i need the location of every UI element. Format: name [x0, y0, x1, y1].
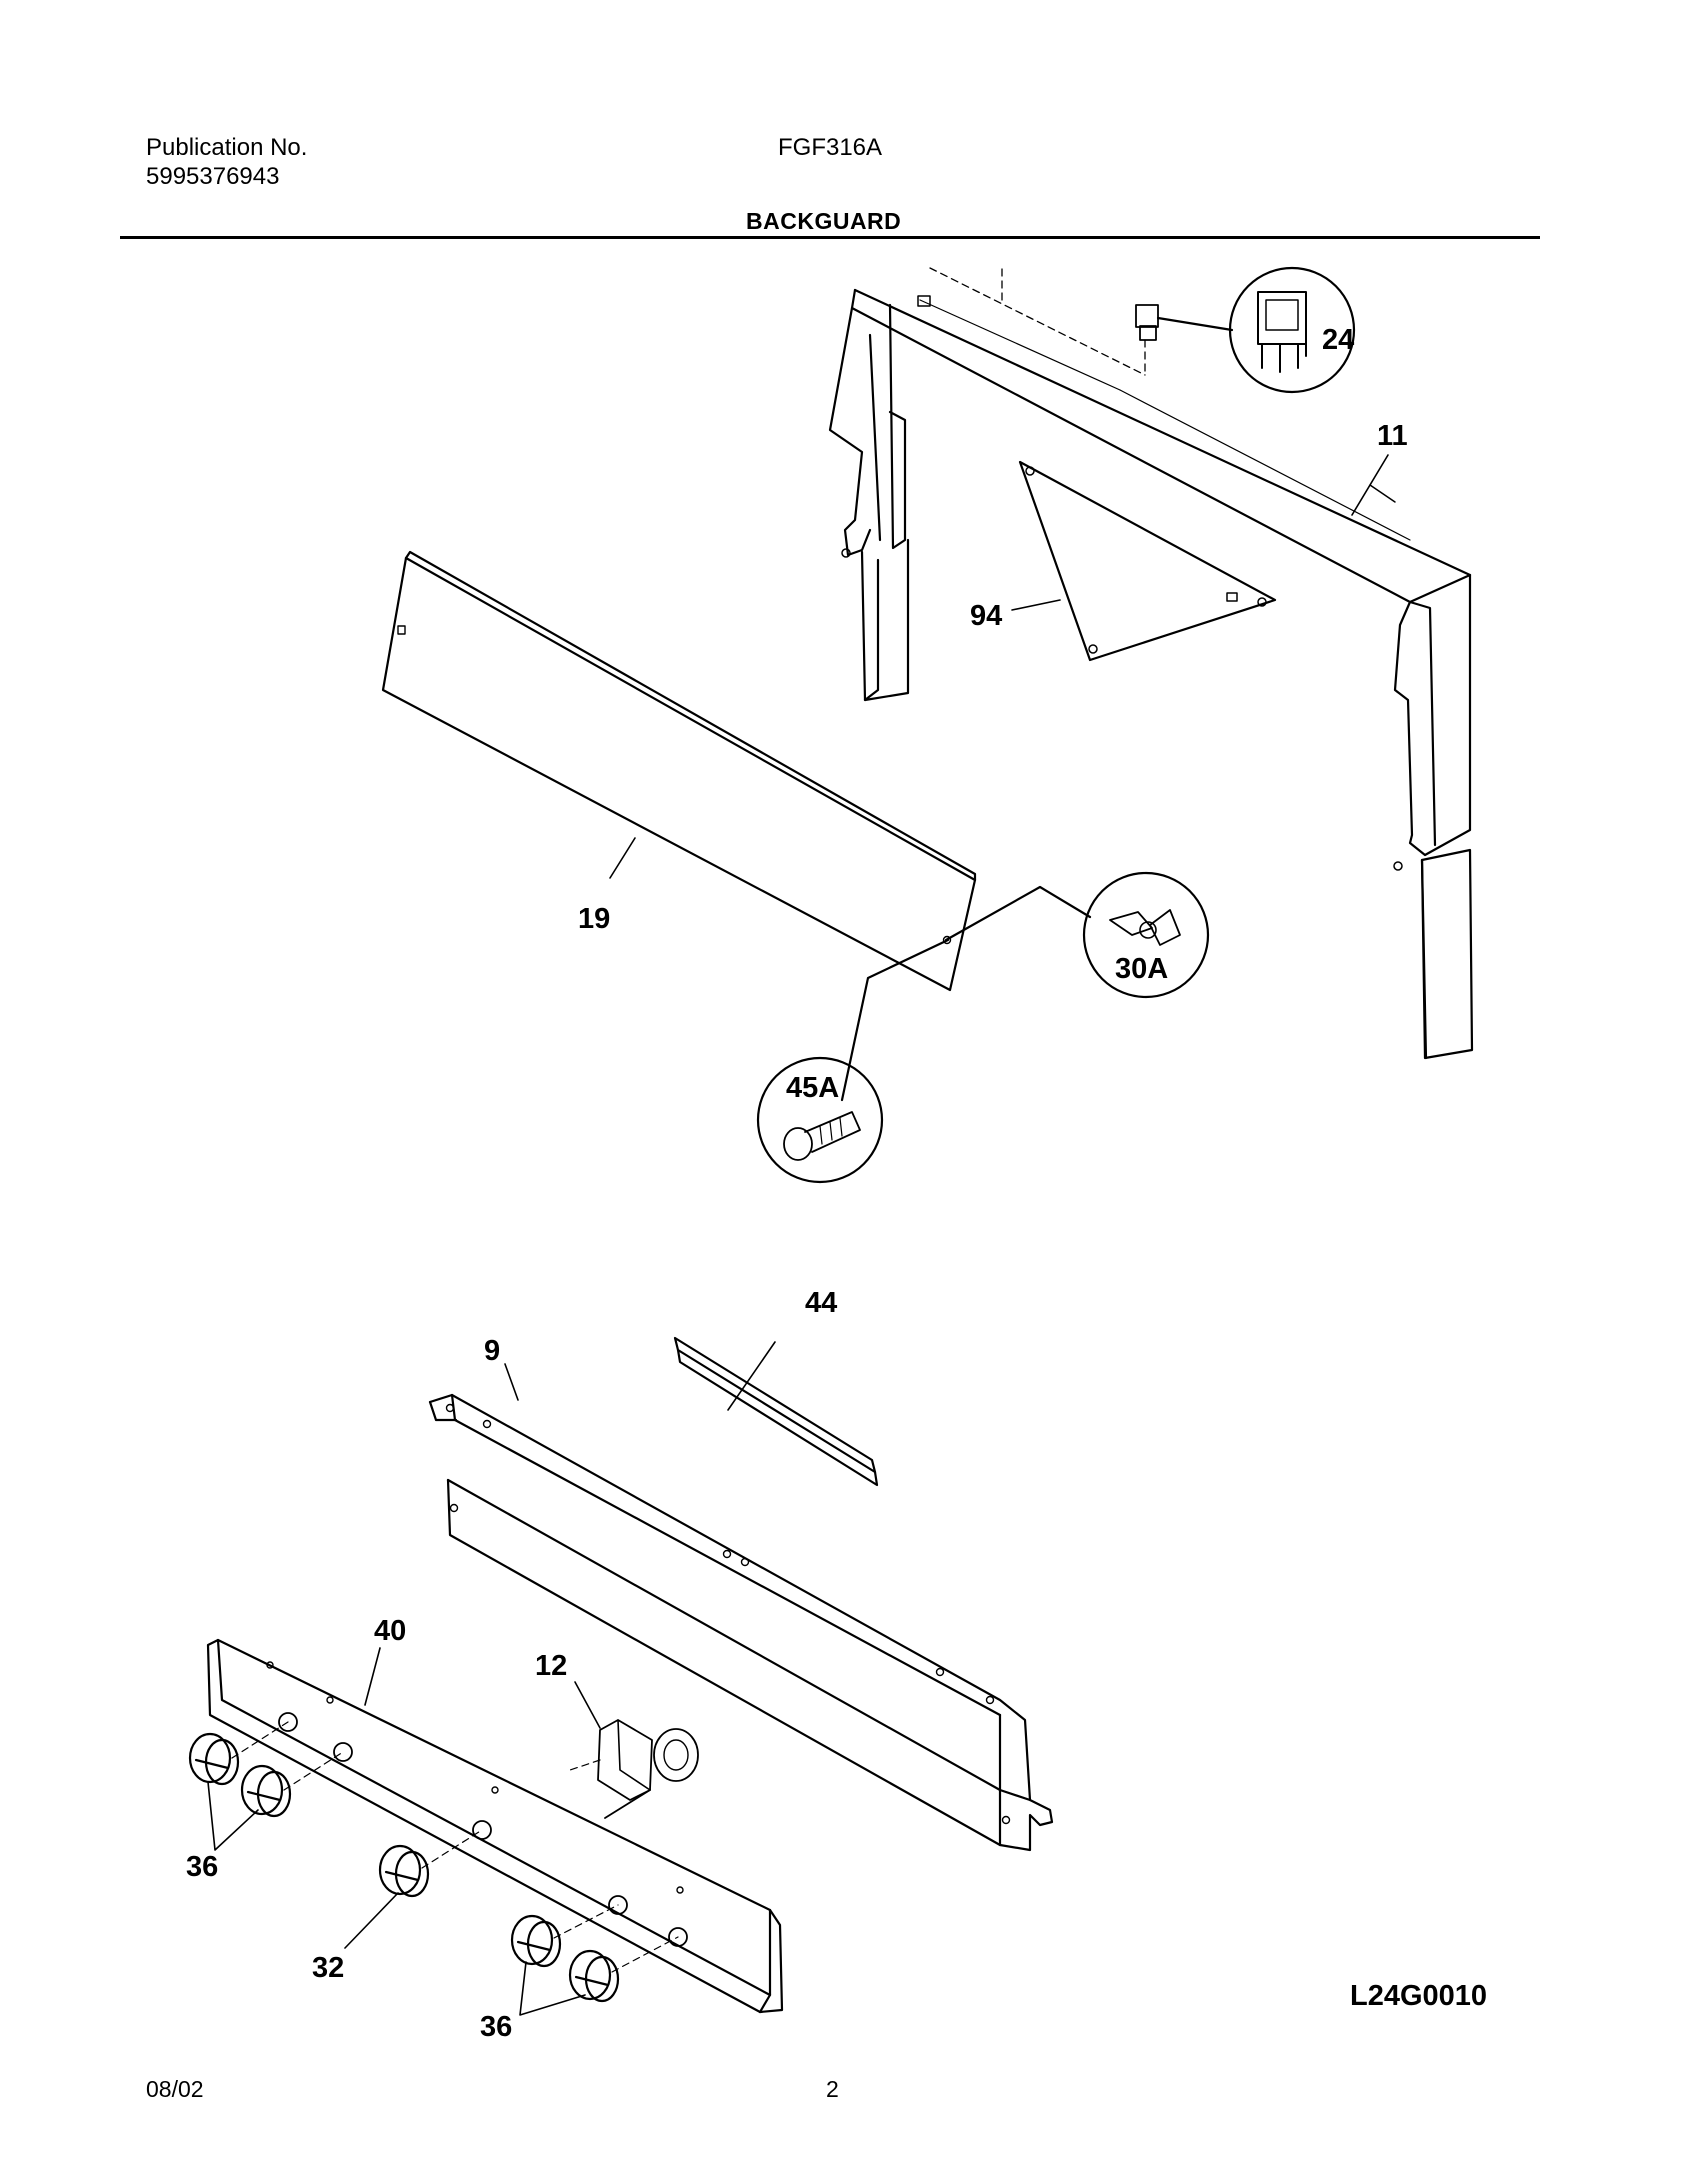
- callout-94: 94: [970, 600, 1002, 632]
- knob-part-36-b: [240, 1764, 292, 1818]
- publication-label: Publication No.: [146, 134, 308, 161]
- callout-36-right: 36: [480, 2011, 512, 2043]
- callout-30A: 30A: [1115, 953, 1168, 985]
- callout-36-left: 36: [186, 1851, 218, 1883]
- drawing-number: L24G0010: [1350, 1980, 1487, 2012]
- callout-45A: 45A: [786, 1072, 839, 1104]
- thermostat-part-12: [569, 1681, 699, 1819]
- backguard-panel-part-11: [828, 267, 1474, 1060]
- control-panel-part-40: [206, 1638, 784, 2014]
- control-panel-part-19: [381, 550, 977, 992]
- rocker-switch-part-24: [1135, 266, 1356, 394]
- header-rule: [120, 236, 1540, 239]
- callout-11: 11: [1377, 420, 1408, 452]
- trim-strip-part-44: [673, 1336, 879, 1487]
- footer-date: 08/02: [146, 2076, 204, 2102]
- knob-part-36-d: [568, 1949, 620, 2003]
- callout-40: 40: [374, 1615, 406, 1647]
- callout-32: 32: [312, 1952, 344, 1984]
- publication-number: 5995376943: [146, 163, 280, 190]
- screw-part-45A: [756, 938, 950, 1184]
- knob-part-32: [378, 1844, 430, 1898]
- manifold-panel-part-9: [428, 1363, 1054, 1852]
- callout-12: 12: [535, 1650, 567, 1682]
- callout-24: 24: [1322, 324, 1354, 356]
- callout-44: 44: [805, 1287, 837, 1319]
- triangular-plate-part-94: [1011, 460, 1277, 662]
- model-number: FGF316A: [778, 134, 883, 161]
- knob-part-36-a: [188, 1732, 240, 1786]
- section-title: BACKGUARD: [746, 208, 902, 234]
- spring-clip-part-30A: [944, 871, 1210, 999]
- page-number: 2: [826, 2076, 839, 2102]
- callout-9: 9: [484, 1335, 500, 1367]
- callout-19: 19: [578, 903, 610, 935]
- knob-part-36-c: [510, 1914, 562, 1968]
